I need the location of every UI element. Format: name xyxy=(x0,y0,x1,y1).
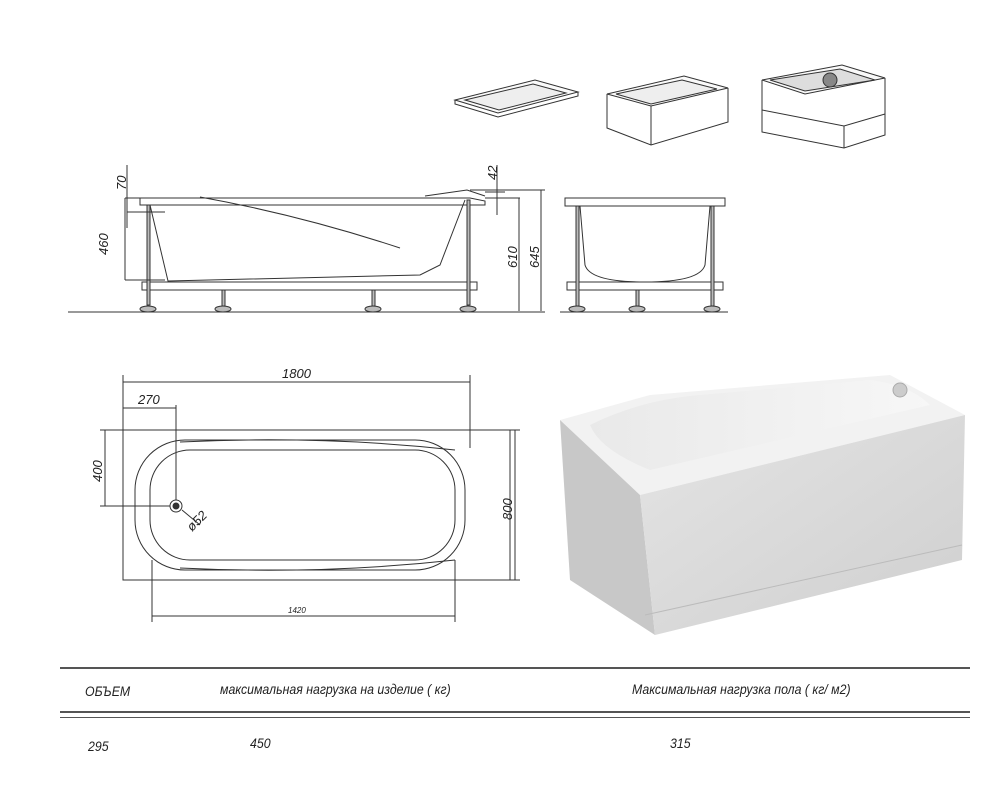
bathtub-render xyxy=(560,375,965,635)
dim-1800: 1800 xyxy=(282,366,312,381)
table-top-rule xyxy=(60,667,970,669)
value-max-load-product: 450 xyxy=(250,735,271,751)
table-header-rule xyxy=(60,711,970,713)
variant-icon-tub-with-frame xyxy=(761,64,886,149)
end-view xyxy=(560,197,728,313)
dim-1420: 1420 xyxy=(288,606,306,615)
table-header-rule-2 xyxy=(60,717,970,718)
header-max-load-floor: Максимальная нагрузка пола ( кг/ м2) xyxy=(632,681,851,697)
value-max-load-floor: 315 xyxy=(670,735,691,751)
dim-42: 42 xyxy=(485,165,500,180)
header-volume: ОБЪЕМ xyxy=(85,683,131,699)
dim-800: 800 xyxy=(500,498,515,520)
variant-icon-tub-only xyxy=(453,79,580,118)
value-volume: 295 xyxy=(88,738,109,754)
dim-70: 70 xyxy=(114,175,129,190)
dim-diameter-52: ø52 xyxy=(184,507,211,534)
dim-610: 610 xyxy=(505,246,520,268)
dim-270: 270 xyxy=(137,392,160,407)
dim-400: 400 xyxy=(90,460,105,482)
side-view xyxy=(68,165,545,313)
top-view xyxy=(100,375,520,622)
header-max-load-product: максимальная нагрузка на изделие ( кг) xyxy=(220,681,451,697)
variant-icon-tub-with-panel xyxy=(606,75,729,146)
dim-460: 460 xyxy=(96,233,111,255)
dim-645: 645 xyxy=(527,246,542,268)
